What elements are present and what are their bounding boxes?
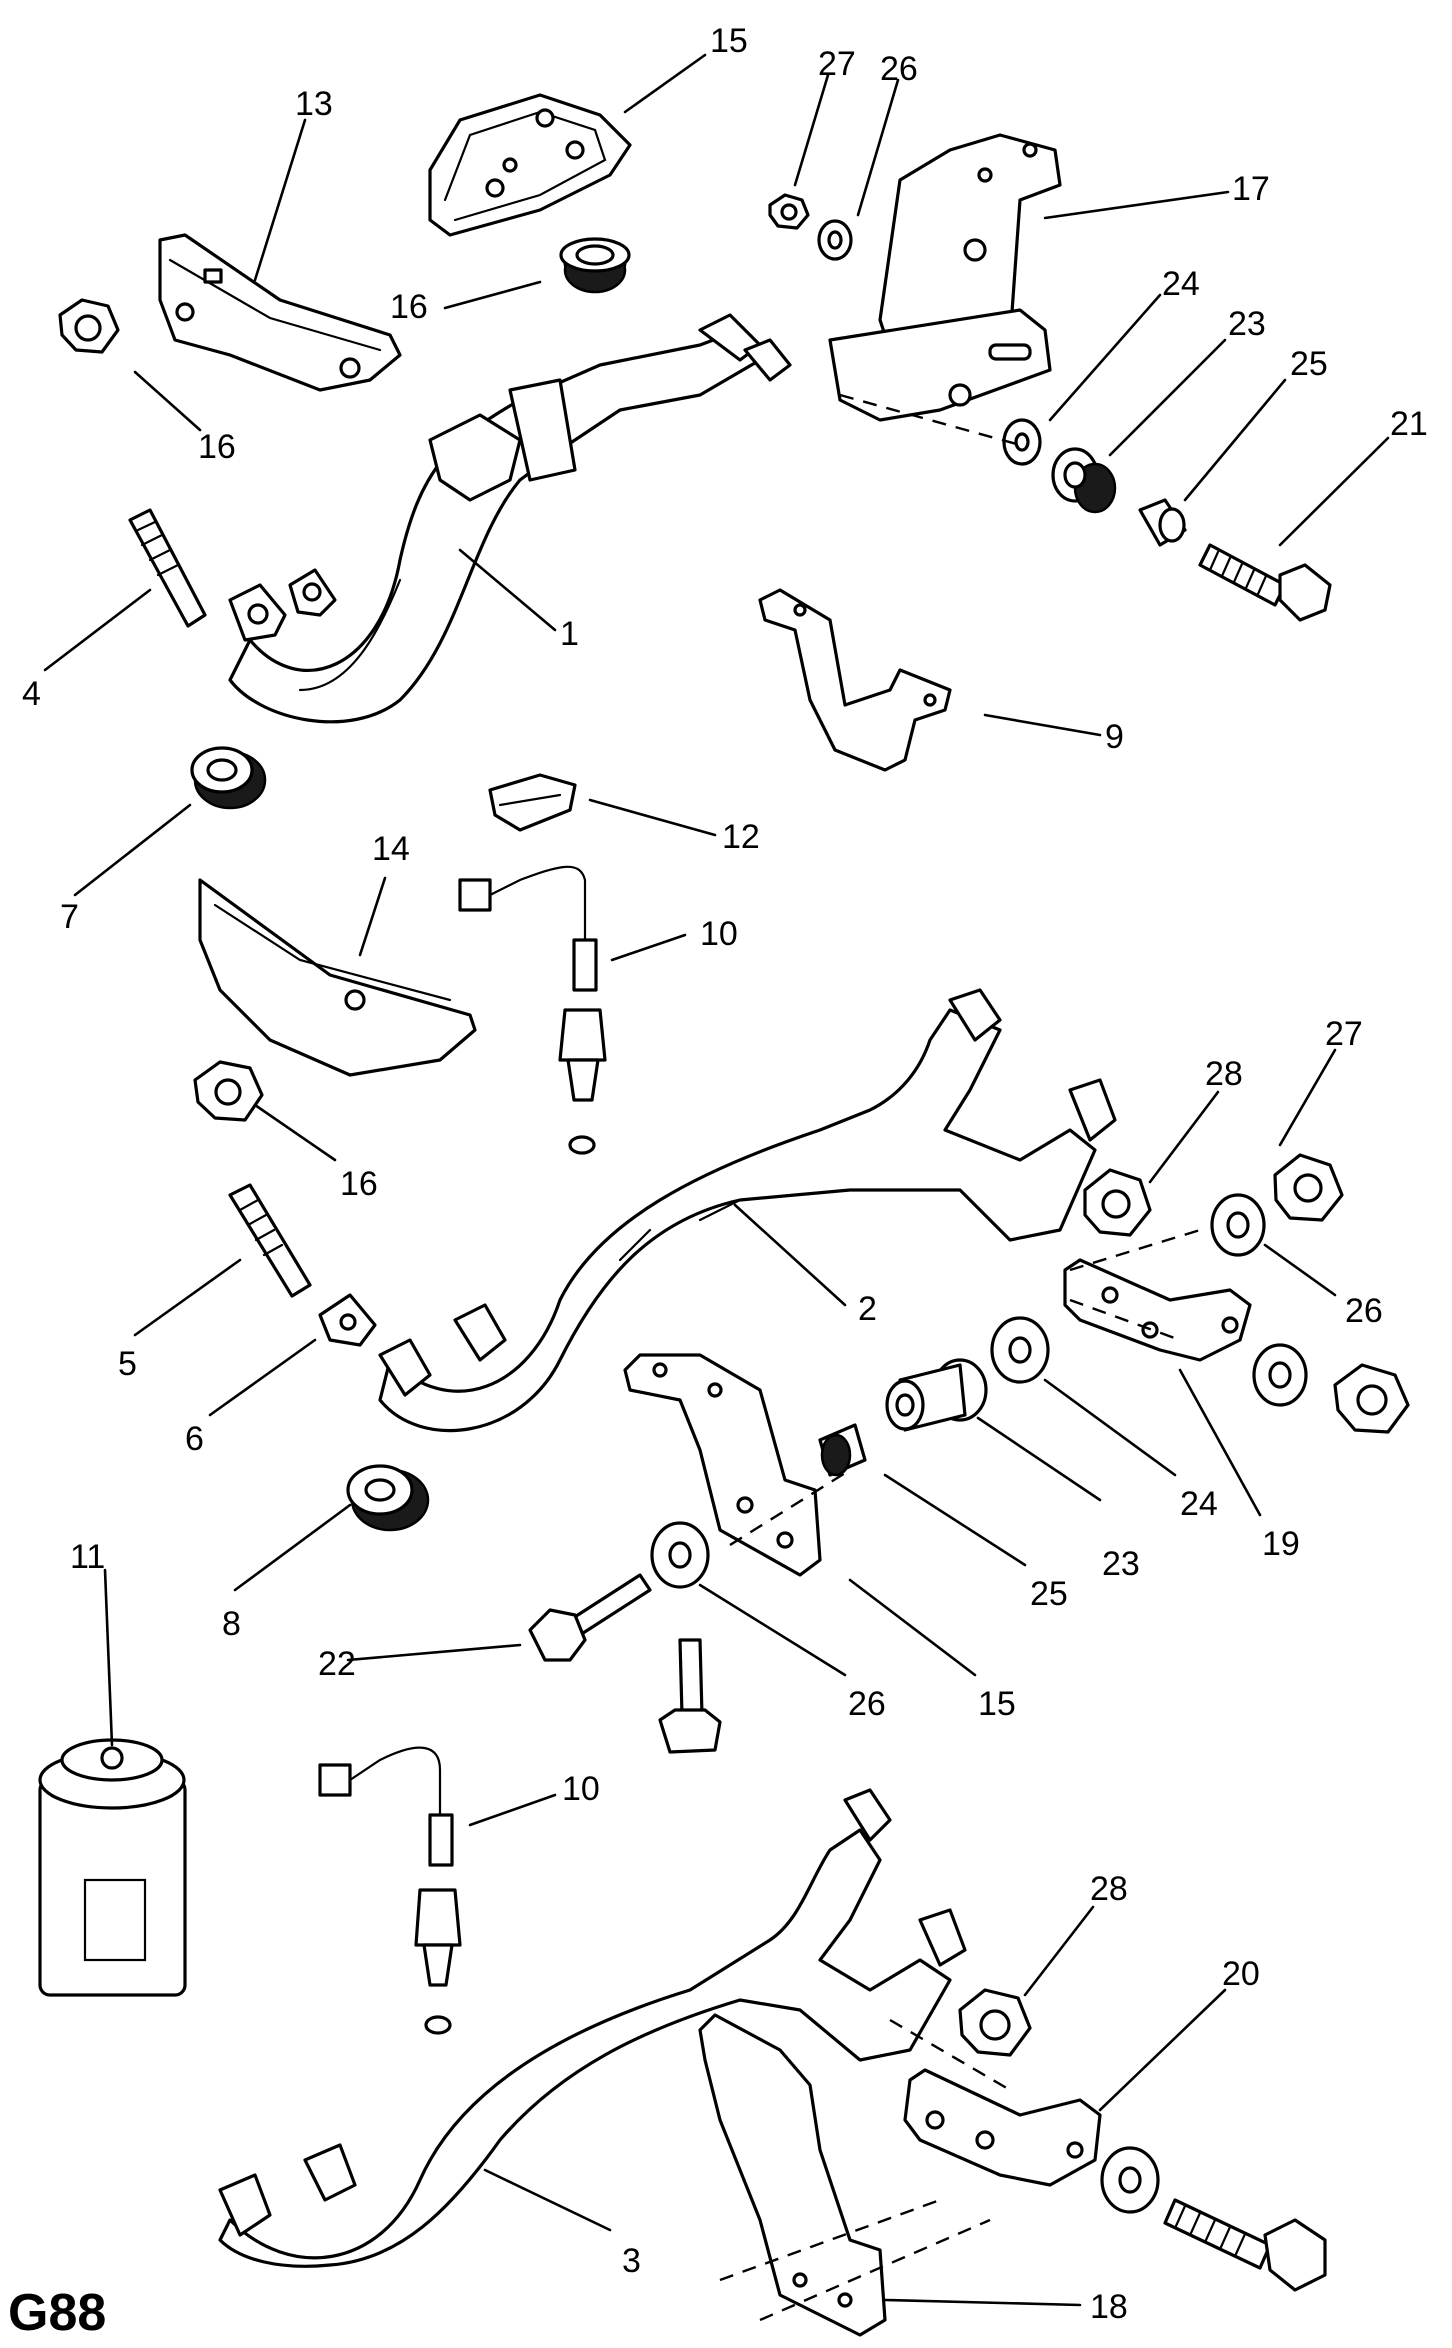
stud-5 (228, 1183, 312, 1298)
grommet-7 (190, 746, 267, 810)
callout-5: 5 (118, 1345, 137, 1383)
callout-16: 16 (340, 1165, 378, 1203)
callout-18: 18 (1090, 2288, 1128, 2326)
callout-26: 26 (1345, 1292, 1383, 1330)
bolt-bottom (1163, 2198, 1327, 2292)
washer-26-middle-b (1252, 1343, 1308, 1407)
bracket-18 (698, 2013, 887, 2337)
washer-26-top (817, 219, 853, 261)
callout-6: 6 (185, 1420, 204, 1458)
nut-16-left (58, 298, 120, 354)
oxygen-sensor-10-top (458, 865, 607, 1155)
callout-23: 23 (1228, 305, 1266, 343)
callout-21: 21 (1390, 405, 1428, 443)
washer-24-top (1002, 418, 1042, 466)
y-pipe-2 (378, 988, 1117, 1433)
front-pipe-1 (228, 313, 792, 724)
alignment-line-5 (719, 2198, 941, 2282)
clip-12 (488, 773, 577, 832)
nut-26-middle (1333, 1363, 1410, 1434)
callout-10: 10 (562, 1770, 600, 1808)
leader-lines (43, 53, 1390, 2307)
callout-10: 10 (700, 915, 738, 953)
callout-26: 26 (848, 1685, 886, 1723)
callout-28: 28 (1205, 1055, 1243, 1093)
washer-26-middle-a (1210, 1193, 1266, 1257)
callout-16: 16 (390, 288, 428, 326)
callout-7: 7 (60, 898, 79, 936)
grommet-16-top (559, 237, 631, 294)
callout-23: 23 (1102, 1545, 1140, 1583)
callout-15: 15 (978, 1685, 1016, 1723)
nut-28-middle (1083, 1168, 1152, 1237)
gasket-6 (318, 1293, 377, 1347)
callout-15: 15 (710, 22, 748, 60)
bracket-9 (758, 588, 952, 772)
heat-shield-15-top (428, 93, 632, 237)
callout-26: 26 (880, 50, 918, 88)
y-pipe-3 (218, 1788, 967, 2268)
callout-14: 14 (372, 830, 410, 868)
callout-24: 24 (1162, 265, 1200, 303)
alignment-line-2 (1069, 1298, 1181, 1342)
callout-1: 1 (560, 615, 579, 653)
callout-25: 25 (1030, 1575, 1068, 1613)
callout-9: 9 (1105, 718, 1124, 756)
callout-11: 11 (70, 1538, 105, 1576)
callout-2: 2 (858, 1290, 877, 1328)
callout-16: 16 (198, 428, 236, 466)
bolt-22 (528, 1573, 652, 1662)
callout-25: 25 (1290, 345, 1328, 383)
callout-4: 4 (22, 675, 41, 713)
sleeve-25-top (1138, 498, 1187, 547)
callout-13: 13 (295, 85, 333, 123)
bush-23-top (1051, 447, 1117, 514)
bracket-17 (828, 133, 1062, 422)
alignment-line-4 (839, 393, 1021, 447)
page-code: G88 (8, 2284, 106, 2342)
nut-28-bottom (958, 1988, 1032, 2057)
heat-shield-14 (198, 878, 477, 1077)
callout-20: 20 (1222, 1955, 1260, 1993)
callout-27: 27 (1325, 1015, 1363, 1053)
nut-27-top (768, 193, 810, 230)
nut-27-middle (1273, 1153, 1344, 1222)
sealant-can-11 (38, 1738, 187, 1997)
nut-16-middle (193, 1060, 264, 1122)
grommet-8 (346, 1464, 430, 1532)
stud-4 (128, 508, 207, 628)
callout-28: 28 (1090, 1870, 1128, 1908)
bolt-vertical (658, 1638, 722, 1754)
washer-24-middle (990, 1316, 1050, 1384)
callout-24: 24 (1180, 1485, 1218, 1523)
callout-labels: 15 13 27 26 17 16 16 24 23 25 21 1 4 9 1… (22, 22, 1428, 2326)
callout-17: 17 (1232, 170, 1270, 208)
callout-3: 3 (622, 2242, 641, 2280)
callout-19: 19 (1262, 1525, 1300, 1563)
bolt-21 (1198, 543, 1332, 622)
callout-12: 12 (722, 818, 760, 856)
bush-23-middle (885, 1358, 988, 1432)
bracket-20 (903, 2068, 1102, 2187)
callout-22: 22 (318, 1645, 356, 1683)
sleeve-25-middle (818, 1423, 867, 1477)
washer-26-middle-c (650, 1521, 710, 1589)
oxygen-sensor-10-bottom (318, 1746, 462, 2035)
alignment-line-6 (759, 2218, 991, 2322)
washer-20 (1100, 2146, 1160, 2214)
heat-shield-13 (158, 233, 402, 392)
callout-8: 8 (222, 1605, 241, 1643)
bracket-19 (1063, 1258, 1252, 1362)
callout-27: 27 (818, 45, 856, 83)
